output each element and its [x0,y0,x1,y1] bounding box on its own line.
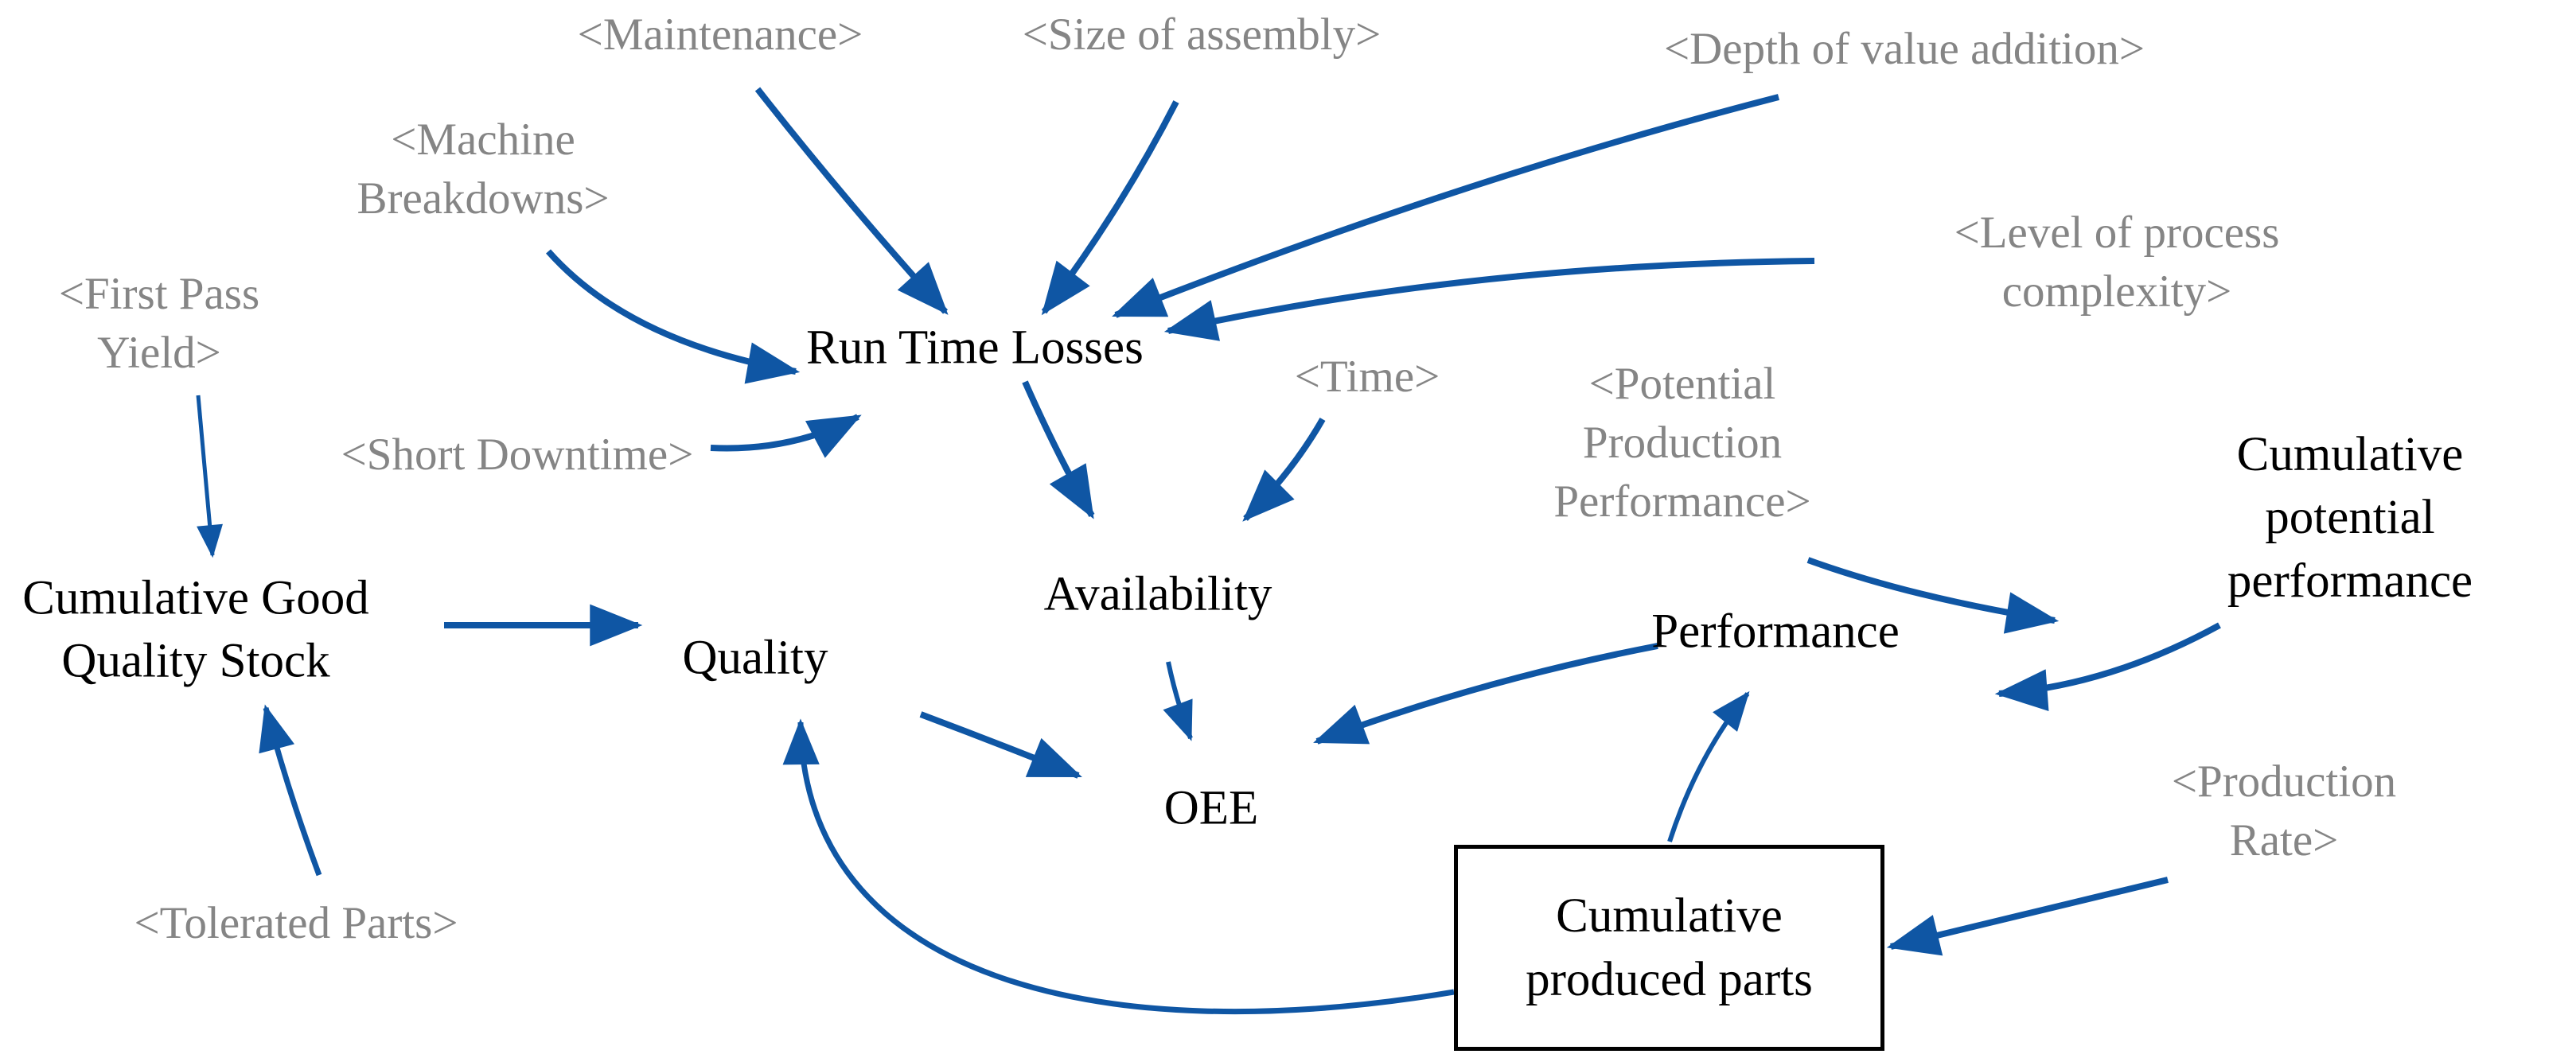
edge-tolerated-parts-to-cumulative-good-quality-stock [259,704,322,877]
node-short-downtime: <Short Downtime> [341,429,694,480]
edge-production-rate-to-cumulative-produced-parts [1886,877,2169,956]
edge-run-time-losses-to-availability [1022,380,1095,519]
edge-level-of-process-complexity-to-run-time-losses [1163,258,1815,341]
node-performance: Performance [1651,605,1900,659]
node-oee: OEE [1163,781,1259,835]
node-quality: Quality [682,631,828,685]
node-depth-of-value-addition: <Depth of value addition> [1663,23,2145,74]
edge-availability-to-oee [1163,661,1193,741]
node-level-of-process-complexity: <Level of process complexity> [1954,207,2280,317]
edge-machine-breakdowns-to-run-time-losses [546,249,801,384]
edge-cumulative-produced-parts-to-quality [782,718,1455,1015]
node-first-pass-yield: <First Pass Yield> [58,268,260,378]
edge-performance-to-oee [1313,643,1658,745]
edge-short-downtime-to-run-time-losses [710,414,862,458]
edge-potential-production-performance-to-cumulative-potential-performance [1806,557,2060,634]
node-production-rate: <Production Rate> [2171,756,2397,865]
node-size-of-assembly: <Size of assembly> [1022,9,1382,60]
edge-first-pass-yield-to-cumulative-good-quality-stock [196,395,223,558]
node-cumulative-produced-parts: Cumulative produced parts [1454,845,1884,1051]
node-maintenance: <Maintenance> [577,9,863,60]
edge-time-to-availability [1242,418,1326,522]
node-tolerated-parts: <Tolerated Parts> [134,897,458,948]
node-cumulative-good-quality-stock: Cumulative Good Quality Stock [22,571,369,688]
edge-size-of-assembly-to-run-time-losses [1041,100,1179,316]
edge-cumulative-produced-parts-to-performance [1667,690,1750,842]
node-cumulative-potential-performance: Cumulative potential performance [2227,428,2473,608]
edge-depth-of-value-addition-to-run-time-losses [1112,94,1779,318]
node-availability: Availability [1043,567,1272,621]
node-potential-production-performance: <Potential Production Performance> [1553,358,1811,527]
edge-cumulative-potential-performance-to-performance [1994,622,2221,711]
edge-maintenance-to-run-time-losses [754,87,949,315]
node-run-time-losses: Run Time Losses [806,321,1144,375]
stock-label: Cumulative produced parts [1526,889,1813,1006]
node-time: <Time> [1294,351,1440,402]
node-machine-breakdowns: <Machine Breakdowns> [357,114,610,224]
edge-quality-to-oee [919,711,1082,779]
